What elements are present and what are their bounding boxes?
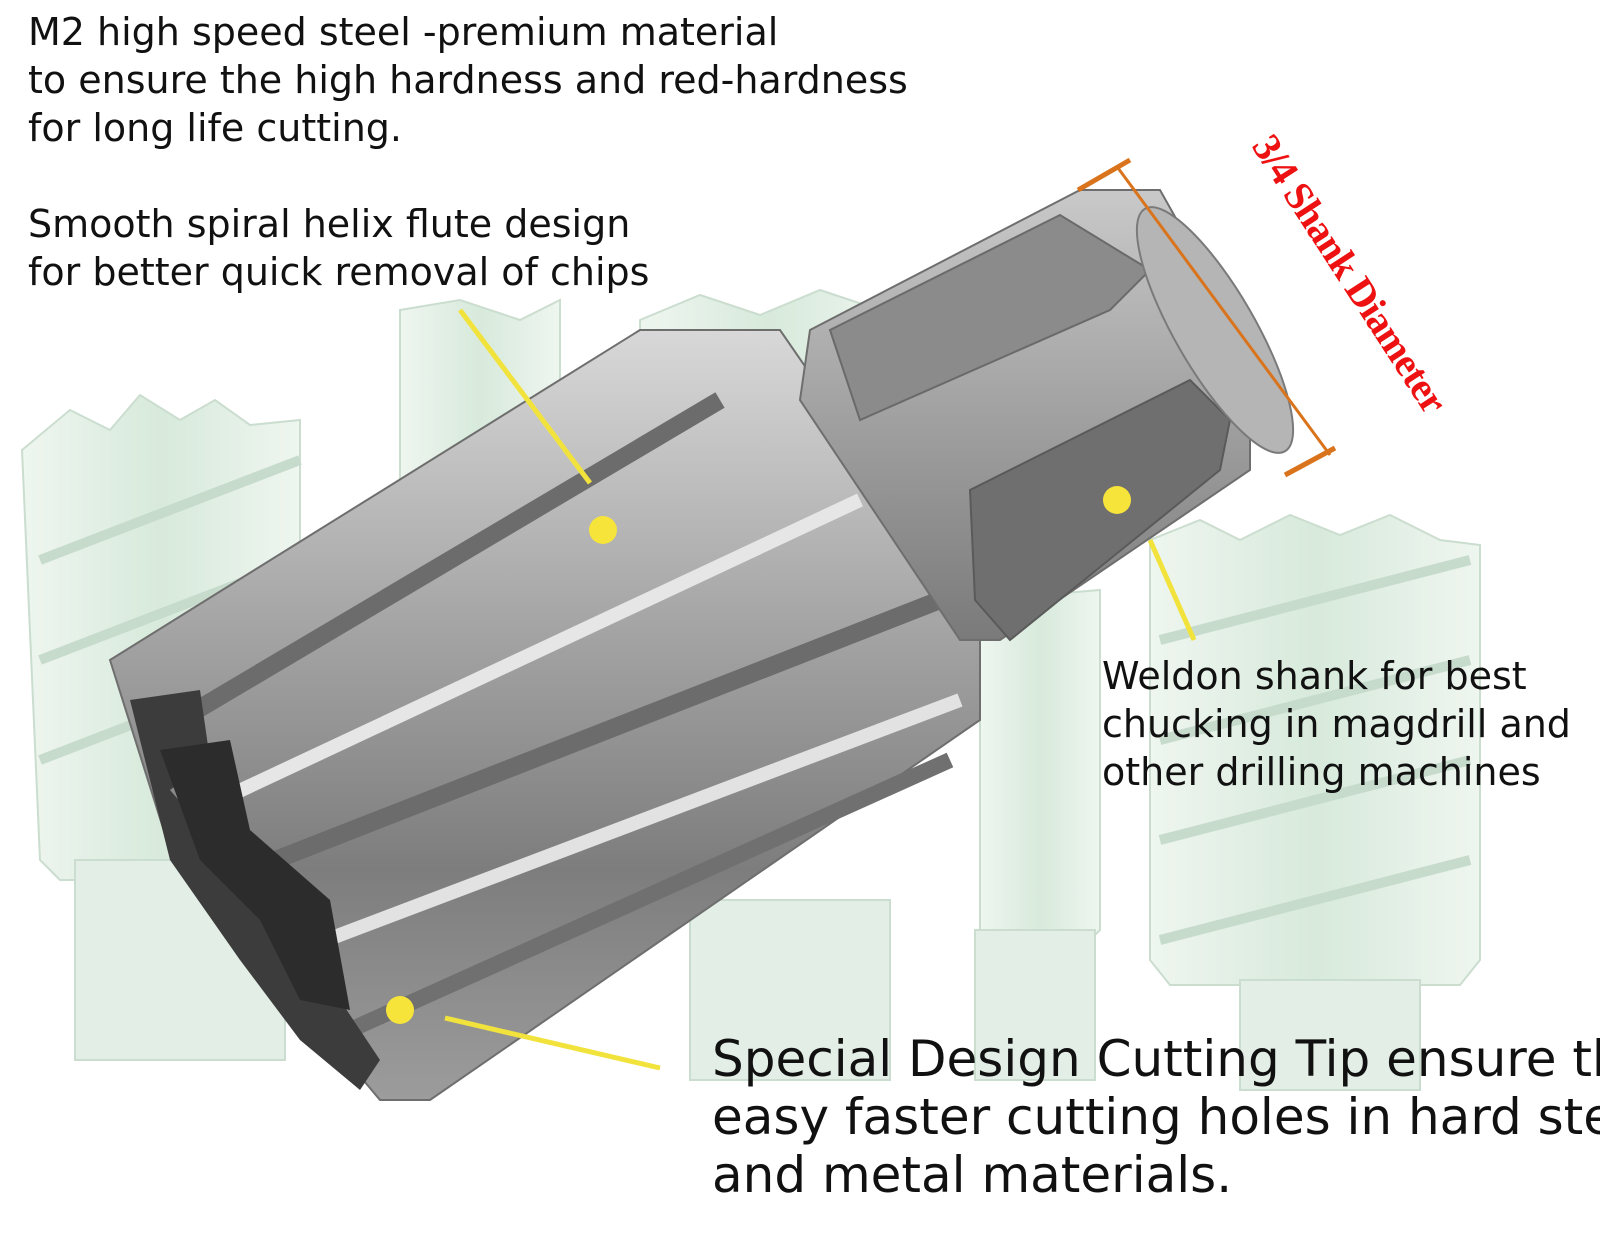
weldon-callout-dot [1103, 486, 1131, 514]
flute-callout-dot [589, 516, 617, 544]
material-callout-line: M2 high speed steel -premium material [28, 10, 779, 54]
material-callout: M2 high speed steel -premium material to… [28, 8, 908, 152]
flute-callout-line: Smooth spiral helix flute design [28, 202, 631, 246]
ghost-cutter-right [974, 513, 1481, 1091]
weldon-callout: Weldon shank for best chucking in magdri… [1102, 652, 1571, 796]
main-cutter [108, 189, 1295, 1101]
tip-callout-line: and metal materials. [712, 1146, 1233, 1204]
callout-pointers [386, 308, 1197, 1071]
flute-callout-line: for better quick removal of chips [28, 250, 650, 294]
tip-callout-line: easy faster cutting holes in hard steel, [712, 1088, 1600, 1146]
shank-dimension-line [1076, 157, 1337, 478]
flute-callout: Smooth spiral helix flute design for bet… [28, 200, 649, 296]
tip-callout-line: Special Design Cutting Tip ensure the [712, 1030, 1600, 1088]
weldon-callout-line: Weldon shank for best [1102, 654, 1527, 698]
material-callout-line: for long life cutting. [28, 106, 402, 150]
weldon-callout-line: other drilling machines [1102, 750, 1541, 794]
tip-callout-dot [386, 996, 414, 1024]
weldon-callout-line: chucking in magdrill and [1102, 702, 1571, 746]
material-callout-line: to ensure the high hardness and red-hard… [28, 58, 908, 102]
cutting-tip-callout: Special Design Cutting Tip ensure the ea… [712, 1030, 1600, 1204]
